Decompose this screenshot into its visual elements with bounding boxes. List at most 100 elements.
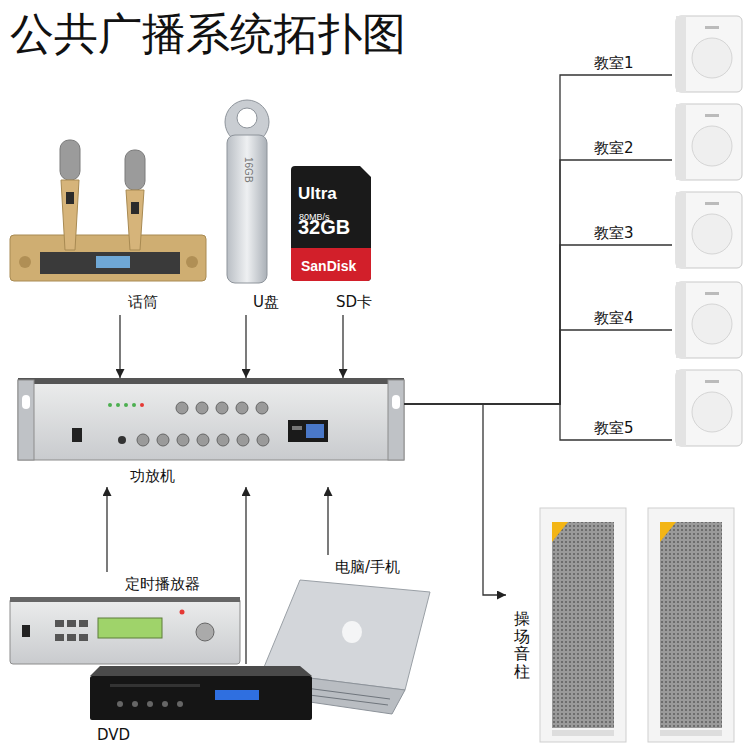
- amplifier-illustration: [236, 402, 248, 414]
- wall-speaker-illustration: [705, 380, 719, 383]
- column-speaker-illustration: [540, 508, 734, 742]
- microphone-illustration: [60, 140, 80, 180]
- signal-line: [404, 75, 672, 404]
- signal-line: [119, 315, 120, 378]
- timer-player-illustration: [10, 597, 240, 664]
- brand-text: 32GB: [298, 217, 350, 237]
- device-label: U盘: [253, 293, 279, 311]
- amplifier-illustration: [116, 403, 120, 407]
- amplifier-illustration: [124, 403, 128, 407]
- device-label: 定时播放器: [125, 575, 200, 593]
- amplifier-illustration: [72, 428, 82, 442]
- wall-speaker-illustration: [676, 16, 686, 92]
- column-speaker-illustration: [552, 522, 614, 728]
- amplifier-illustration: [196, 402, 208, 414]
- wall-speaker-illustration: [676, 282, 742, 358]
- timer-player-illustration: [196, 623, 214, 641]
- signal-line: [245, 315, 246, 378]
- amplifier-illustration: [18, 378, 404, 384]
- brand-text: SanDisk: [301, 259, 356, 273]
- microphone-illustration: [61, 180, 79, 250]
- wall-speaker-illustration: [676, 104, 686, 180]
- dvd-player-illustration: [132, 701, 138, 707]
- device-node: 定时播放器: [8, 572, 242, 668]
- label-holder: 16GB: [253, 150, 279, 169]
- amplifier-illustration: [132, 403, 136, 407]
- wall-speaker-illustration: [692, 38, 732, 78]
- column-speaker-illustration: [660, 522, 722, 728]
- timer-player-illustration: [67, 634, 76, 641]
- device-label: 操场音柱: [514, 610, 530, 680]
- laptop-illustration: [342, 621, 362, 643]
- dvd-player-illustration: [90, 676, 312, 720]
- timer-player-illustration: [79, 620, 88, 627]
- label-holder: SanDisk: [301, 256, 356, 275]
- signal-line: [342, 315, 343, 378]
- device-label: 电脑/手机: [335, 558, 400, 576]
- timer-player-illustration: [180, 610, 185, 615]
- timer-player-illustration: [10, 597, 240, 602]
- column-speaker-illustration: [660, 522, 676, 542]
- dvd-player-illustration: [177, 701, 183, 707]
- speaker-node: 教室3: [672, 190, 746, 270]
- usb-drive-illustration: [225, 100, 269, 283]
- amplifier-illustration: [388, 380, 404, 460]
- wall-speaker-illustration: [676, 192, 686, 268]
- dvd-player-illustration: [162, 701, 168, 707]
- sd-card-illustration: [291, 166, 371, 281]
- classroom-label: 教室2: [594, 139, 634, 157]
- brand-text: Ultra: [298, 185, 337, 202]
- microphone-illustration: [96, 256, 130, 268]
- classroom-label: 教室5: [594, 419, 634, 437]
- device-node: 电脑/手机: [255, 555, 433, 717]
- wall-speaker-illustration: [692, 126, 732, 166]
- sd-card-illustration: [291, 166, 371, 281]
- label-holder: Ultra: [298, 184, 337, 203]
- wall-speaker-illustration: [705, 202, 719, 205]
- speaker-node: 教室1: [672, 14, 746, 94]
- wall-speaker-illustration: [705, 114, 719, 117]
- dvd-player-illustration: [117, 701, 123, 707]
- usb-drive-illustration: [227, 135, 267, 283]
- dvd-player-illustration: [90, 666, 312, 720]
- device-node: DVD: [88, 664, 314, 746]
- speaker-node: 教室5: [672, 368, 746, 448]
- amplifier-illustration: [140, 403, 144, 407]
- dvd-player-illustration: [110, 684, 200, 687]
- column-speaker-illustration: [552, 730, 614, 736]
- amplifier-illustration: [18, 380, 34, 460]
- amplifier-illustration: [22, 395, 30, 409]
- wall-speaker-illustration: [692, 214, 732, 254]
- microphone-illustration: [66, 192, 74, 204]
- device-label: SD卡: [336, 293, 372, 311]
- amplifier-illustration: [18, 378, 404, 460]
- amplifier-illustration: [137, 434, 149, 446]
- wall-speaker-illustration: [692, 304, 732, 344]
- wall-speaker-illustration: [676, 16, 742, 446]
- signal-line: [106, 487, 107, 572]
- amplifier-illustration: [392, 395, 400, 409]
- label-holder: 32GB: [298, 217, 350, 238]
- amplifier-illustration: [157, 434, 169, 446]
- wall-speaker-illustration: [692, 392, 732, 432]
- amplifier-illustration: [18, 380, 404, 460]
- dvd-player-illustration: [215, 690, 259, 700]
- signal-line: [245, 487, 246, 664]
- microphone-illustration: [126, 190, 144, 250]
- column-speaker-illustration: [552, 522, 568, 542]
- wall-speaker-illustration: [676, 370, 686, 446]
- signal-line: [404, 330, 672, 404]
- classroom-label: 教室1: [594, 54, 634, 72]
- wall-speaker-illustration: [705, 292, 719, 295]
- microphone-illustration: [40, 252, 180, 274]
- device-node: U盘: [218, 92, 288, 315]
- amplifier-illustration: [306, 424, 324, 438]
- device-label: 话筒: [128, 293, 158, 311]
- classroom-label: 教室4: [594, 309, 634, 327]
- microphone-illustration: [10, 140, 206, 281]
- amplifier-illustration: [176, 402, 188, 414]
- title-holder: 公共广播系统拓扑图: [10, 10, 406, 58]
- classroom-label: 教室3: [594, 224, 634, 242]
- device-label: 功放机: [130, 467, 175, 485]
